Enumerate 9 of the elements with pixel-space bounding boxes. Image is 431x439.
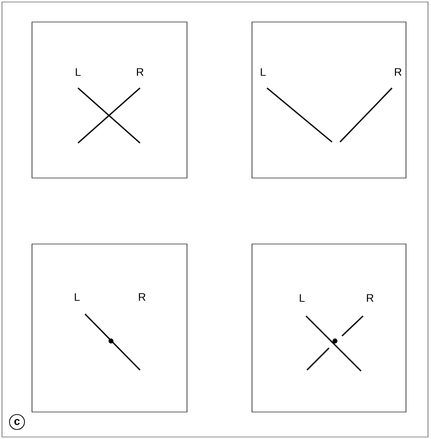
letter-label: R [138, 293, 146, 301]
letter-label: L [300, 294, 305, 302]
letter-label: L [74, 293, 80, 301]
circled-letter: c [9, 414, 25, 430]
letter-label: R [136, 68, 144, 76]
letter-label: R [366, 294, 374, 302]
letter-label: L [260, 68, 266, 76]
letter-label: L [76, 68, 81, 76]
letter-label: R [394, 68, 402, 76]
